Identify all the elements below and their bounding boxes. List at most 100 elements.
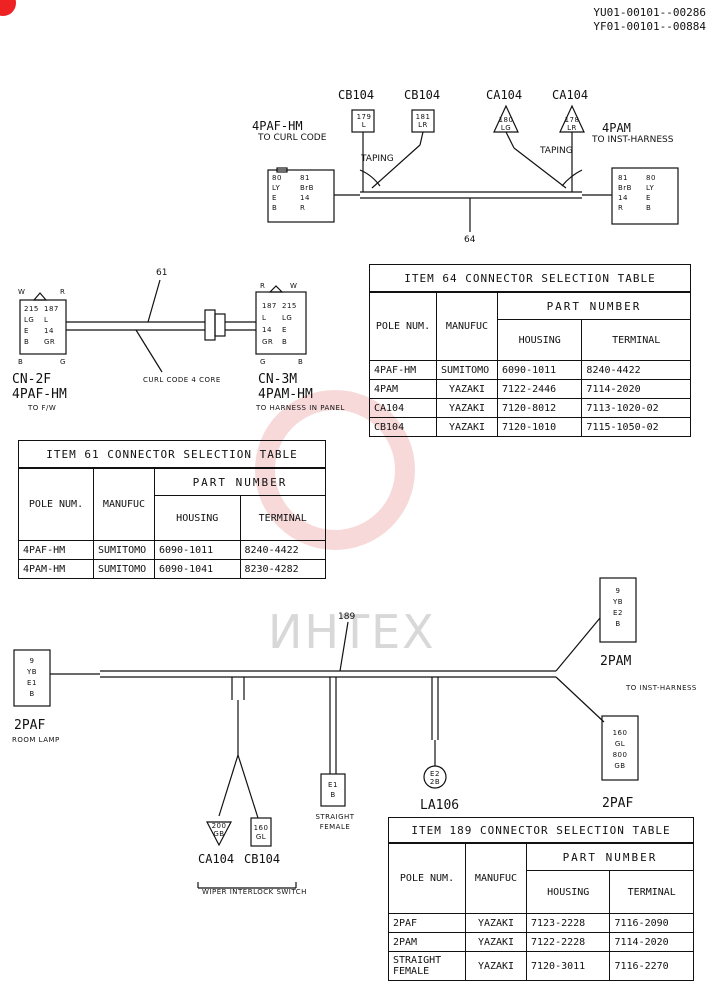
label-item-64: 64 — [464, 235, 476, 245]
table189-h-housing: HOUSING — [525, 870, 611, 914]
label-taping-left: TAPING — [361, 154, 394, 164]
conn-4pam-top — [611, 167, 679, 225]
pin-r-right: R — [260, 282, 266, 290]
conn-2paf-room — [13, 649, 51, 707]
label-to-harness-in-panel: TO HARNESS IN PANEL — [256, 404, 345, 412]
label-room-lamp: ROOM LAMP — [12, 736, 60, 744]
pin-g-right: G — [260, 358, 266, 366]
label-wiper-interlock-switch: WIPER INTERLOCK SWITCH — [202, 888, 307, 896]
label-ca104-b: CA104 — [552, 88, 589, 102]
table64-h-pole: POLE NUM. — [369, 291, 437, 361]
table61-h-manu: MANUFUC — [93, 467, 155, 541]
label-cb104-bottom: CB104 — [244, 852, 281, 866]
label-curl-code-4-core: CURL CODE 4 CORE — [143, 376, 221, 384]
label-4paf-hm: 4PAF-HM — [252, 119, 303, 133]
conn-straight-female — [320, 773, 346, 807]
pin-g-left: G — [60, 358, 66, 366]
label-2pam: 2PAM — [600, 654, 632, 669]
table-item-64: ITEM 64 CONNECTOR SELECTION TABLE POLE N… — [369, 264, 691, 437]
table189-h-manu: MANUFUC — [465, 842, 527, 914]
pin-r-left: R — [60, 288, 66, 296]
conn-ca104-bottom — [206, 821, 232, 847]
harness-189 — [13, 577, 639, 889]
table189-h-pole: POLE NUM. — [388, 842, 466, 914]
watermark-text: ИНТЕХ — [268, 605, 436, 659]
label-item-189: 189 — [338, 612, 356, 622]
corner-badge — [0, 0, 16, 16]
table61-h-housing: HOUSING — [154, 495, 241, 541]
table61-h-terminal: TERMINAL — [239, 495, 326, 541]
label-2paf-bottom: 2PAF — [602, 796, 634, 811]
table64-h-housing: HOUSING — [496, 319, 583, 361]
document-reference: YU01-00101--00286 YF01-00101--00884 — [593, 6, 706, 34]
pin-b-left: B — [18, 358, 24, 366]
conn-2paf-bottom — [601, 715, 639, 781]
table189-h-part-number: PART NUMBER — [526, 842, 694, 871]
label-to-inst-harness: TO INST-HARNESS — [592, 135, 674, 145]
label-to-curl-code: TO CURL CODE — [258, 133, 327, 143]
label-la106: LA106 — [420, 798, 460, 813]
pin-w-left: W — [18, 288, 26, 296]
pin-w-right: W — [290, 282, 298, 290]
harness-64 — [267, 104, 679, 232]
pin-b-right: B — [298, 358, 304, 366]
table64-h-part-number: PART NUMBER — [497, 291, 691, 320]
label-ca104-a: CA104 — [486, 88, 523, 102]
table189-title: ITEM 189 CONNECTOR SELECTION TABLE — [388, 817, 694, 844]
conn-la106 — [423, 765, 447, 789]
label-item-61: 61 — [156, 268, 168, 278]
label-cb104-b: CB104 — [404, 88, 441, 102]
table64-h-terminal: TERMINAL — [581, 319, 691, 361]
table-item-189: ITEM 189 CONNECTOR SELECTION TABLE POLE … — [388, 817, 694, 981]
table61-h-pole: POLE NUM. — [18, 467, 94, 541]
doc-ref-line-2: YF01-00101--00884 — [593, 20, 706, 33]
label-taping-right: TAPING — [540, 146, 573, 156]
conn-cb104-bottom — [250, 817, 272, 847]
label-to-inst-harness-bottom: TO INST-HARNESS — [626, 684, 697, 692]
label-4paf-hm-curl: 4PAF-HM — [12, 387, 67, 402]
table61-h-part-number: PART NUMBER — [154, 467, 326, 496]
conn-4paf-hm-top — [267, 169, 335, 223]
label-ca104-bottom: CA104 — [198, 852, 235, 866]
table189-h-terminal: TERMINAL — [609, 870, 694, 914]
label-2paf-room: 2PAF — [14, 718, 46, 733]
table61-title: ITEM 61 CONNECTOR SELECTION TABLE — [18, 440, 326, 469]
doc-ref-line-1: YU01-00101--00286 — [593, 6, 706, 19]
table64-h-manu: MANUFUC — [436, 291, 498, 361]
label-cn-2f: CN-2F — [12, 372, 52, 387]
table64-title: ITEM 64 CONNECTOR SELECTION TABLE — [369, 264, 691, 293]
conn-2pam-bottom — [599, 577, 637, 643]
label-to-fw: TO F/W — [28, 404, 57, 412]
label-4pam-hm: 4PAM-HM — [258, 387, 313, 402]
harness-61 — [19, 279, 307, 373]
label-4pam: 4PAM — [602, 121, 631, 135]
label-cb104-a: CB104 — [338, 88, 375, 102]
table-item-61: ITEM 61 CONNECTOR SELECTION TABLE POLE N… — [18, 440, 326, 579]
label-cn-3m: CN-3M — [258, 372, 298, 387]
